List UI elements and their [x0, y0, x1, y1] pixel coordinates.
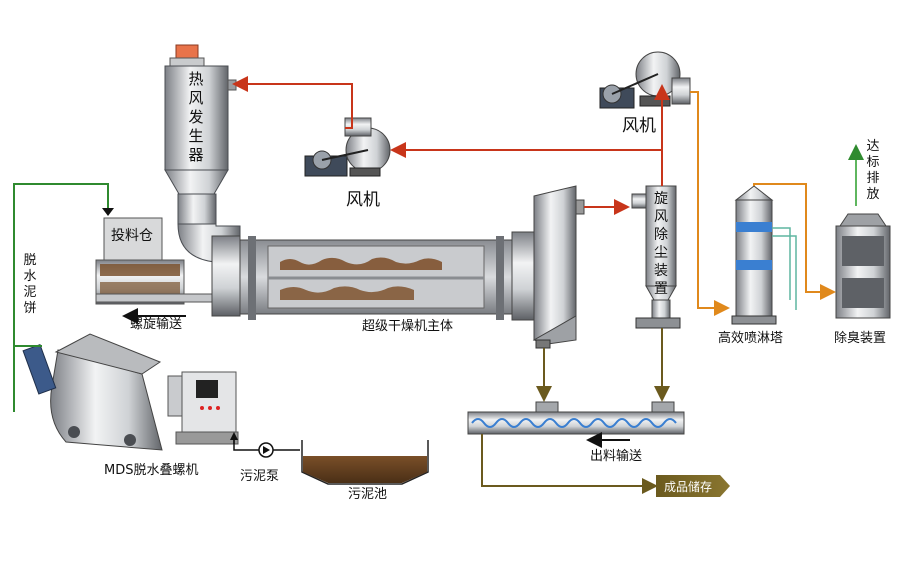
dewatered-cake-label-1: 脱	[23, 253, 36, 268]
water-lines	[772, 227, 797, 310]
hot-air-generator-label-2: 风	[188, 89, 203, 107]
hot-air-generator-label-3: 发	[188, 108, 203, 126]
fan-right-label: 风机	[622, 116, 656, 136]
spray-tower-label: 高效喷淋塔	[718, 330, 783, 346]
deodorizer-label: 除臭装置	[834, 331, 886, 346]
dewatered-cake-label-2: 水	[23, 269, 36, 284]
fan-right	[599, 51, 691, 109]
cyclone-label-2: 风	[654, 209, 668, 225]
cyclone-label-5: 装	[654, 263, 668, 279]
deodorizer	[835, 213, 891, 319]
emission-label-2: 标	[866, 155, 879, 170]
hot-air-generator-label-5: 器	[188, 146, 203, 164]
emission-label-4: 放	[866, 187, 879, 202]
fan-left	[304, 117, 391, 177]
product-storage-label: 成品储存	[664, 479, 712, 494]
feed-bin-label: 投料仓	[111, 228, 153, 244]
hot-air-generator-label-4: 生	[188, 127, 203, 145]
sludge-pump-label: 污泥泵	[240, 469, 279, 484]
mds-machine-label: MDS脱水叠螺机	[104, 463, 198, 478]
dewatered-cake-label-4: 饼	[23, 301, 36, 316]
cake-flow	[13, 183, 300, 451]
sludge-tank-label: 污泥池	[348, 487, 387, 502]
discharge-label: 出料输送	[590, 448, 642, 464]
fan-left-label: 风机	[346, 190, 380, 210]
sludge-pump	[258, 442, 274, 458]
cyclone-label-6: 置	[654, 281, 668, 297]
hot-air-generator	[164, 44, 241, 263]
hot-air-flow	[232, 76, 670, 215]
screw-feed-label: 螺旋输送	[130, 316, 182, 332]
dryer-main-label: 超级干燥机主体	[362, 319, 453, 334]
cyclone-label-1: 旋	[654, 191, 668, 207]
hot-air-generator-label-1: 热	[188, 70, 203, 88]
product-storage-tag	[656, 475, 730, 497]
sludge-tank	[301, 440, 429, 485]
cyclone-dust-collector	[631, 185, 681, 329]
emission-label-1: 达	[866, 139, 879, 154]
discharge-screw-conveyor	[467, 401, 685, 435]
dryer-main-drum	[211, 231, 535, 321]
emission-label-3: 排	[866, 171, 879, 186]
cyclone-label-3: 除	[654, 227, 668, 243]
spray-tower	[731, 185, 777, 325]
exhaust-flow	[690, 91, 836, 316]
dewatered-cake-label-3: 泥	[23, 285, 36, 300]
cyclone-label-4: 尘	[654, 245, 668, 261]
mds-screw-press	[22, 333, 239, 451]
product-flow	[481, 328, 670, 494]
discharge-housing	[532, 185, 585, 349]
